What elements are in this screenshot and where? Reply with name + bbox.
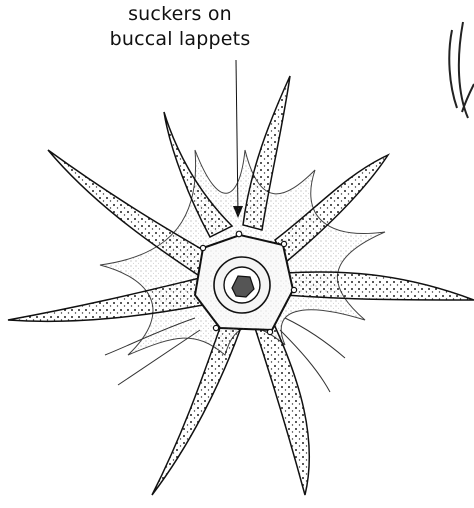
arm-lower-right	[255, 320, 309, 495]
lappet-sucker	[213, 325, 218, 330]
adjacent-figure-fragment	[449, 22, 474, 118]
arm-right	[285, 272, 474, 300]
lappet-sucker	[200, 245, 205, 250]
arm-lower-left	[152, 322, 240, 495]
lappet-sucker	[236, 231, 242, 237]
lappet-sucker	[291, 287, 296, 292]
lappet-sucker	[267, 329, 272, 334]
lappet-sucker	[281, 241, 286, 246]
